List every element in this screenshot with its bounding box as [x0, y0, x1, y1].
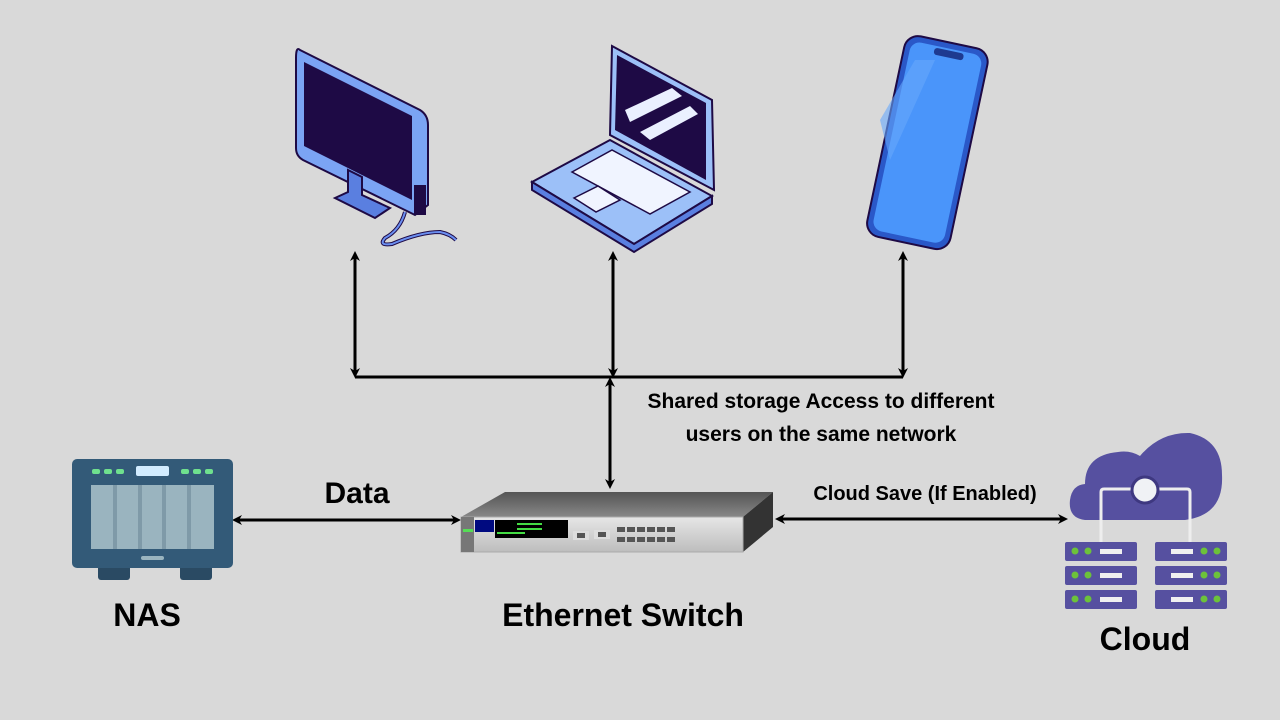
- laptop-icon: [529, 44, 716, 254]
- ethernet-switch-label: Ethernet Switch: [502, 597, 744, 633]
- shared-storage-label-line1: Shared storage Access to different: [648, 390, 995, 413]
- ethernet-switch-icon: [460, 492, 773, 553]
- nas-label: NAS: [113, 597, 181, 633]
- cloud-server-icon: [1065, 432, 1227, 609]
- shared-storage-label-line2: users on the same network: [686, 423, 957, 446]
- cloud-label: Cloud: [1100, 621, 1191, 657]
- data-label: Data: [324, 477, 389, 510]
- smartphone-icon: [866, 35, 989, 251]
- connection-arrows: [232, 251, 1068, 525]
- desktop-monitor-icon: [295, 48, 458, 247]
- nas-icon: [72, 459, 233, 580]
- cloud-save-label: Cloud Save (If Enabled): [813, 483, 1036, 505]
